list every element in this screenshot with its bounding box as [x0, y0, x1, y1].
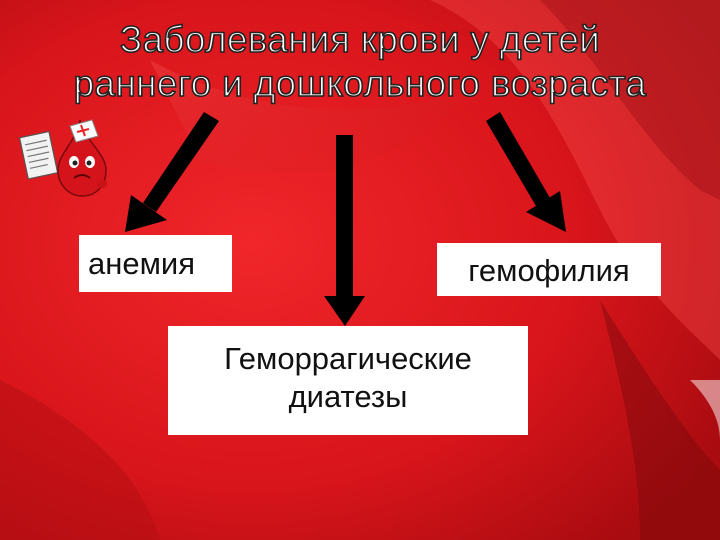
arrow-left [125, 112, 219, 232]
diathesis-line-1: Геморрагические [224, 341, 472, 376]
arrow-center [324, 135, 365, 326]
title-line-1: Заболевания крови у детей [119, 18, 601, 61]
title-line-2: раннего и дошкольного возраста [73, 62, 647, 105]
diathesis-line-2: диатезы [288, 379, 408, 414]
anemia-box: анемия [79, 235, 232, 292]
blood-drop-mascot-icon [18, 119, 107, 197]
hemophilia-box: гемофилия [437, 243, 661, 296]
arrow-right [486, 112, 566, 232]
hemorrhagic-diathesis-box: Геморрагические диатезы [168, 326, 528, 435]
